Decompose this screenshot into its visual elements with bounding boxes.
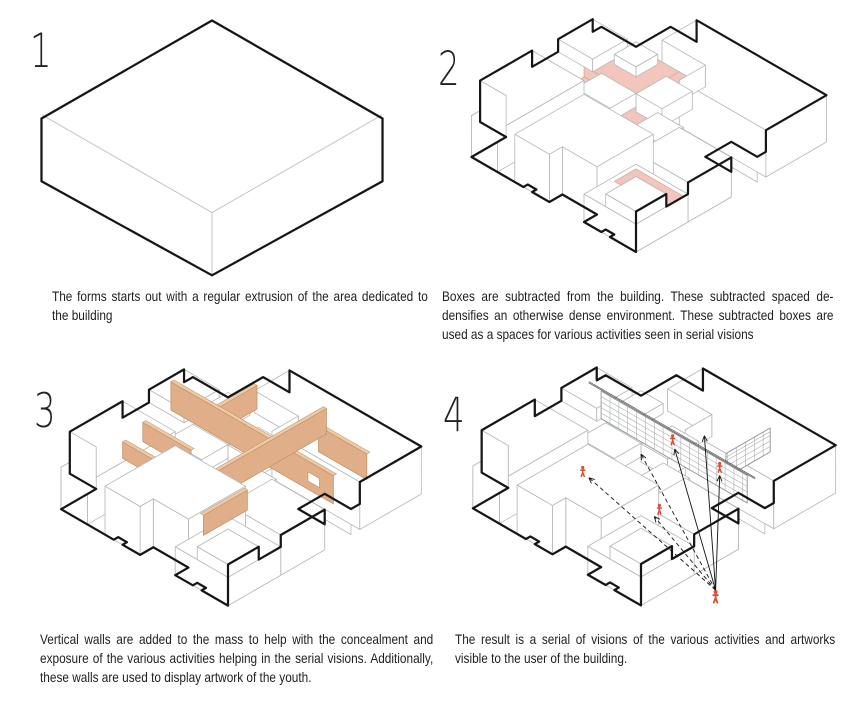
step-1-caption: The forms starts out with a regular extr… (52, 289, 428, 323)
extruded-box (40, 19, 384, 277)
viewer-person-icon (712, 590, 719, 604)
building-silhouette (59, 368, 423, 607)
person-icon (669, 434, 676, 446)
building-silhouette (470, 18, 828, 254)
building-silhouette (471, 366, 837, 607)
step-4-serial-visions-diagram (471, 366, 837, 607)
step-1-extrusion-diagram (40, 19, 384, 277)
step-3-caption: Vertical walls are added to the mass to … (40, 632, 434, 685)
person-icon (656, 503, 663, 515)
step-3-number: 3 (34, 384, 56, 439)
step-2-caption: Boxes are subtracted from the building. … (442, 289, 834, 342)
step-4-number: 4 (443, 388, 465, 443)
step-2-number: 2 (438, 42, 460, 97)
person-icon (716, 461, 723, 473)
step-3-walls-diagram (59, 368, 423, 607)
step-2-subtraction-diagram (470, 18, 828, 254)
step-4-caption: The result is a serial of visions of the… (455, 632, 836, 666)
step-1-number: 1 (30, 24, 52, 79)
person-icon (580, 465, 586, 478)
